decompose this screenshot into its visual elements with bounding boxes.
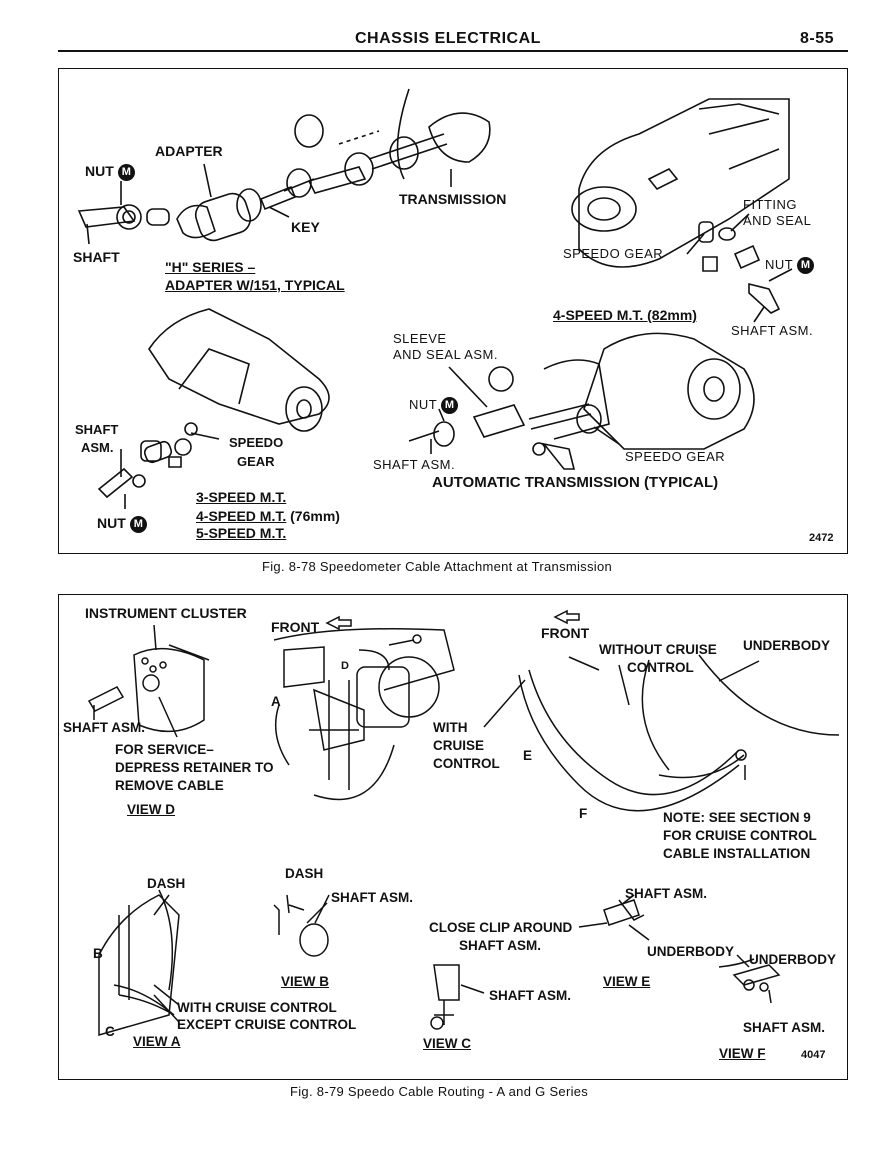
label-without-cruise-2: CONTROL — [627, 660, 694, 675]
label-4-speed-76mm: 4-SPEED M.T. (76mm) — [196, 508, 340, 525]
label-underbody-f: UNDERBODY — [749, 952, 837, 967]
label-4-speed-76mm-a: 4-SPEED M.T. — [196, 508, 287, 524]
label-shaft-asm-c: SHAFT ASM. — [489, 988, 571, 1003]
label-4-speed-82mm: 4-SPEED M.T. (82mm) — [553, 307, 697, 323]
figure-8-78-caption: Fig. 8-78 Speedometer Cable Attachment a… — [262, 559, 613, 574]
label-key: KEY — [291, 219, 320, 235]
label-view-e: VIEW E — [603, 974, 651, 989]
figure-8-79-illustration — [87, 609, 840, 1036]
label-note-3: CABLE INSTALLATION — [663, 846, 811, 861]
label-for-service-3: REMOVE CABLE — [115, 778, 224, 793]
label-with-cruise-3: CONTROL — [433, 756, 500, 771]
figure-8-78-illustration — [77, 88, 793, 509]
label-for-service-2: DEPRESS RETAINER TO — [115, 760, 274, 775]
label-view-d: VIEW D — [127, 802, 176, 817]
label-with-cruise-control: WITH CRUISE CONTROL — [177, 1000, 337, 1015]
label-for-service-1: FOR SERVICE– — [115, 742, 214, 757]
label-shaft-asm-auto: SHAFT ASM. — [373, 457, 456, 472]
label-speedo-left-1: SPEEDO — [229, 435, 284, 450]
page-section-title: CHASSIS ELECTRICAL — [355, 30, 541, 47]
label-without-cruise-1: WITHOUT CRUISE — [599, 642, 717, 657]
m-badge-icon: M — [129, 515, 147, 533]
label-speedo-left-2: GEAR — [237, 454, 275, 469]
label-sleeve: SLEEVE — [393, 331, 447, 346]
label-note-1: NOTE: SEE SECTION 9 — [663, 810, 811, 825]
label-speedo-gear-top: SPEEDO GEAR — [563, 246, 664, 261]
header-rule — [58, 50, 848, 52]
label-shaft-asm-right: SHAFT ASM. — [731, 323, 814, 338]
label-view-b: VIEW B — [281, 974, 330, 989]
label-front-left: FRONT — [271, 619, 320, 635]
label-adapter: ADAPTER — [155, 143, 223, 159]
label-nut-right-text: NUT — [765, 257, 794, 272]
label-shaft-asm-left-1: SHAFT — [75, 422, 119, 437]
m-badge-icon: M — [797, 257, 815, 275]
label-view-f: VIEW F — [719, 1046, 766, 1061]
label-and-seal-asm: AND SEAL ASM. — [393, 347, 498, 362]
label-underbody-top: UNDERBODY — [743, 638, 831, 653]
label-3-speed: 3-SPEED M.T. — [196, 489, 287, 505]
label-automatic-transmission: AUTOMATIC TRANSMISSION (TYPICAL) — [432, 474, 719, 491]
label-4-speed-76mm-b: (76mm) — [286, 508, 340, 524]
label-note-2: FOR CRUISE CONTROL — [663, 828, 817, 843]
label-shaft-asm-b: SHAFT ASM. — [331, 890, 413, 905]
label-shaft-asm-left-2: ASM. — [81, 440, 114, 455]
label-letter-d: D — [341, 660, 349, 672]
label-close-clip-1: CLOSE CLIP AROUND — [429, 920, 573, 935]
label-with-cruise-2: CRUISE — [433, 738, 485, 753]
label-underbody-e: UNDERBODY — [647, 944, 735, 959]
label-instrument-cluster: INSTRUMENT CLUSTER — [85, 605, 247, 621]
label-adapter-w151: ADAPTER W/151, TYPICAL — [165, 277, 345, 293]
label-letter-f: F — [579, 806, 588, 821]
label-nut-bottom-text: NUT — [97, 515, 126, 531]
label-shaft-asm-f: SHAFT ASM. — [743, 1020, 825, 1035]
label-nut-text: NUT — [85, 163, 114, 179]
label-letter-c: C — [105, 1024, 115, 1039]
m-badge-icon: M — [441, 397, 459, 415]
page-number: 8-55 — [800, 30, 835, 47]
label-view-c: VIEW C — [423, 1036, 472, 1051]
label-shaft: SHAFT — [73, 249, 120, 265]
label-transmission: TRANSMISSION — [399, 191, 507, 207]
label-5-speed: 5-SPEED M.T. — [196, 525, 287, 541]
figure-8-79-caption: Fig. 8-79 Speedo Cable Routing - A and G… — [290, 1084, 589, 1099]
label-with-cruise-1: WITH — [433, 720, 468, 735]
figure-number-4047: 4047 — [801, 1049, 826, 1061]
label-h-series: "H" SERIES – — [165, 259, 256, 275]
label-speedo-gear-auto: SPEEDO GEAR — [625, 449, 726, 464]
m-badge-icon: M — [117, 163, 135, 181]
label-close-clip-2: SHAFT ASM. — [459, 938, 541, 953]
label-view-a: VIEW A — [133, 1034, 181, 1049]
label-letter-b: B — [93, 946, 103, 961]
label-letter-e: E — [523, 748, 533, 763]
label-dash-a: DASH — [147, 876, 186, 891]
label-letter-a: A — [271, 694, 281, 709]
label-dash-b: DASH — [285, 866, 324, 881]
label-fitting: FITTING — [743, 197, 798, 212]
label-shaft-asm-d: SHAFT ASM. — [63, 720, 145, 735]
figure-8-79-panel: INSTRUMENT CLUSTER FRONT FRONT WITHOUT C… — [58, 594, 848, 1080]
label-nut-auto-text: NUT — [409, 397, 438, 412]
label-front-right: FRONT — [541, 625, 590, 641]
label-except-cruise-control: EXCEPT CRUISE CONTROL — [177, 1017, 357, 1032]
label-and-seal: AND SEAL — [743, 213, 812, 228]
figure-number-2472: 2472 — [809, 532, 834, 544]
label-shaft-asm-e: SHAFT ASM. — [625, 886, 707, 901]
